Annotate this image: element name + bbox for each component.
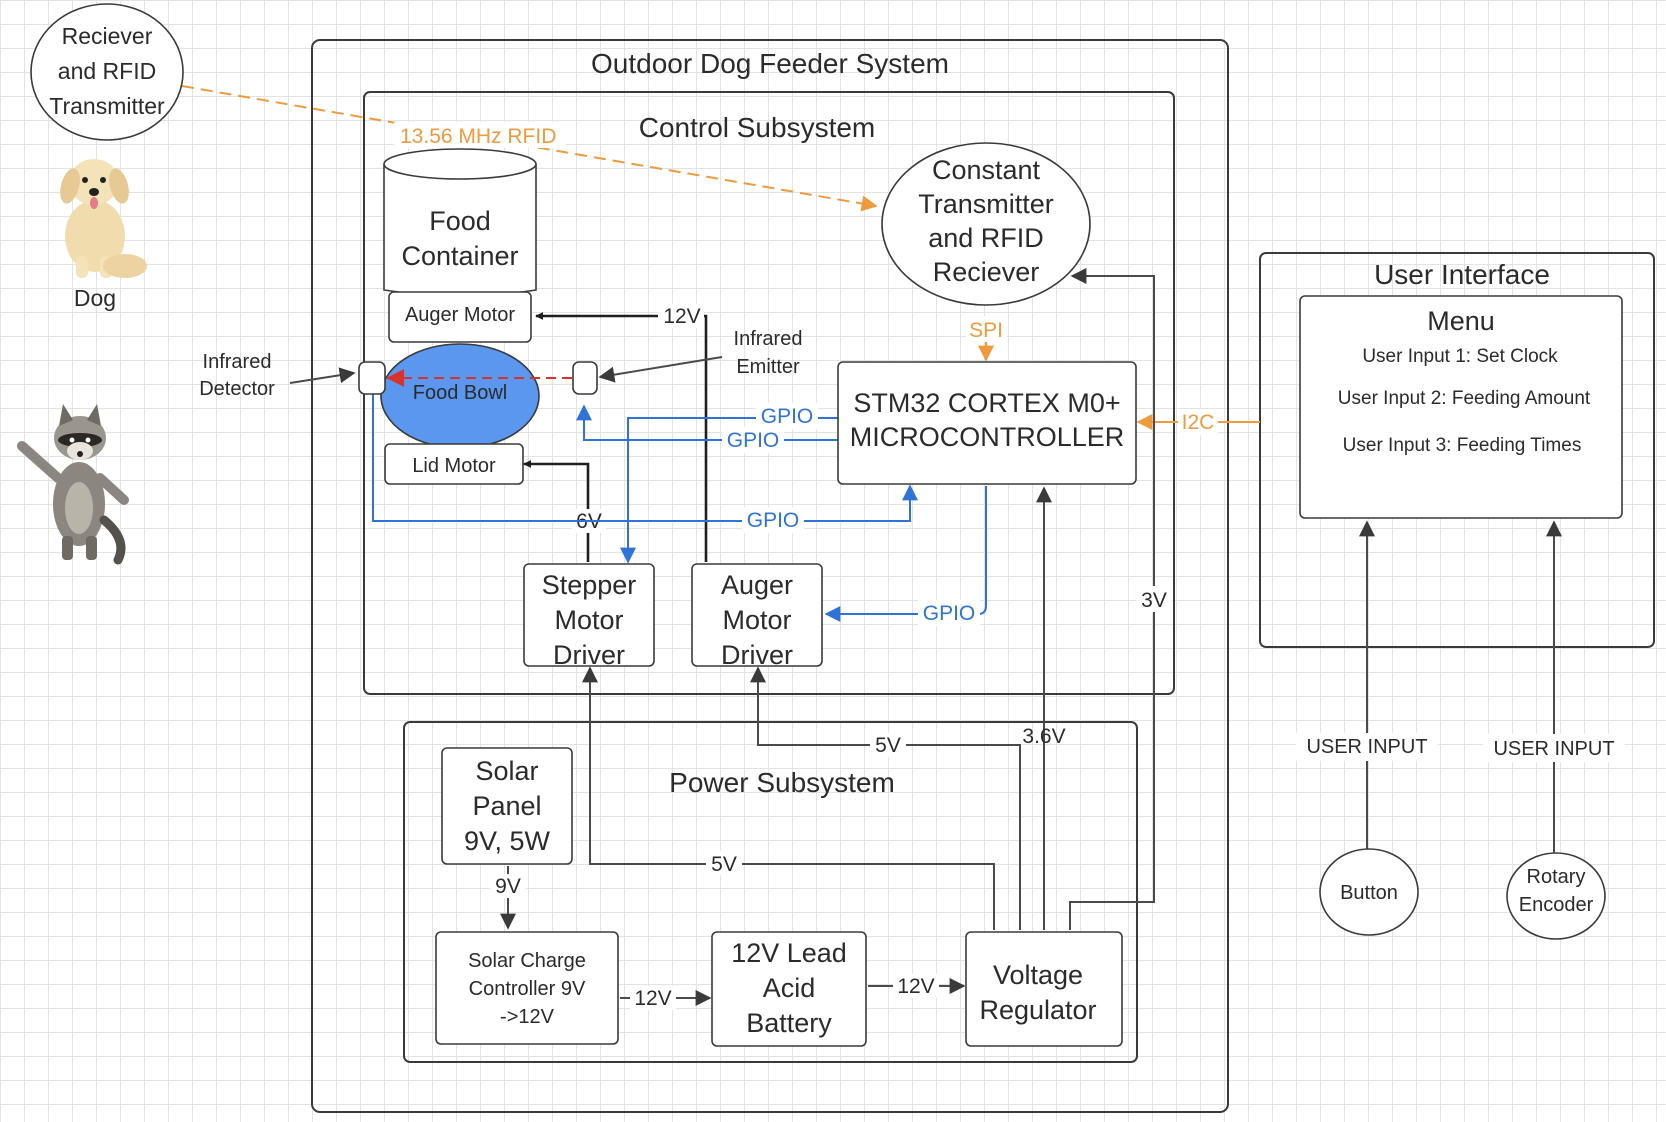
svg-text:->12V: ->12V <box>500 1006 555 1028</box>
food-container[interactable]: Food Container <box>383 148 537 297</box>
menu-input-feeding-amount: User Input 2: Feeding Amount <box>1338 388 1591 409</box>
svg-text:MICROCONTROLLER: MICROCONTROLLER <box>850 422 1125 452</box>
solar-panel[interactable]: Solar Panel 9V, 5W <box>441 747 573 865</box>
svg-text:Regulator: Regulator <box>979 995 1096 1025</box>
transceiver-3v-label: 3V <box>1141 589 1167 612</box>
i2c-label: I2C <box>1182 411 1215 434</box>
svg-text:Driver: Driver <box>553 640 625 670</box>
svg-text:and RFID: and RFID <box>58 58 156 84</box>
stepper-motor-driver[interactable]: Stepper Motor Driver <box>523 563 655 670</box>
svg-text:Constant: Constant <box>932 155 1041 185</box>
rfid-tag-node[interactable]: Reciever and RFID Transmitter <box>30 3 184 141</box>
infrared-emitter-label-line2: Emitter <box>736 356 800 378</box>
svg-text:12V Lead: 12V Lead <box>731 938 847 968</box>
encoder-input-label: USER INPUT <box>1493 738 1614 760</box>
voltage-regulator[interactable]: Voltage Regulator <box>965 931 1123 1047</box>
svg-text:Motor: Motor <box>554 605 623 635</box>
infrared-emitter-sensor[interactable] <box>572 361 598 395</box>
user-interface-frame <box>1259 252 1655 648</box>
dog-icon <box>60 159 147 278</box>
lid-motor[interactable]: Lid Motor <box>384 443 524 485</box>
infrared-detector-label: Infrared <box>203 351 272 373</box>
svg-text:Battery: Battery <box>746 1008 832 1038</box>
infrared-detector-sensor[interactable] <box>358 361 386 395</box>
svg-text:Panel: Panel <box>472 791 541 821</box>
svg-text:Lid Motor: Lid Motor <box>412 455 496 477</box>
gpio-auger-label: GPIO <box>923 602 976 625</box>
spi-label: SPI <box>969 319 1003 342</box>
svg-text:and RFID: and RFID <box>928 223 1044 253</box>
outdoor-system-frame <box>311 39 1229 1113</box>
menu-input-feeding-times: User Input 3: Feeding Times <box>1343 435 1582 456</box>
rfid-transceiver[interactable]: Constant Transmitter and RFID Reciever <box>881 142 1091 306</box>
dog-label: Dog <box>74 285 116 311</box>
infrared-detector-label-line2: Detector <box>199 378 275 400</box>
svg-text:Encoder: Encoder <box>1519 894 1594 916</box>
food-bowl[interactable]: Food Bowl <box>380 343 540 449</box>
gpio-emitter-label: GPIO <box>727 429 780 452</box>
menu-panel[interactable]: Menu User Input 1: Set Clock User Input … <box>1299 295 1623 519</box>
svg-text:Solar: Solar <box>475 756 538 786</box>
rotary-encoder-node[interactable]: Rotary Encoder <box>1506 852 1606 940</box>
svg-text:Food Bowl: Food Bowl <box>413 382 508 404</box>
user-interface-title: User Interface <box>1374 259 1550 290</box>
button-node[interactable]: Button <box>1319 848 1419 936</box>
svg-text:Menu: Menu <box>1427 306 1495 336</box>
svg-text:Controller 9V: Controller 9V <box>469 978 586 1000</box>
microcontroller[interactable]: STM32 CORTEX M0+ MICROCONTROLLER <box>837 361 1137 485</box>
transceiver-3v-wire <box>1069 268 1155 930</box>
infrared-emitter-pointer <box>598 356 723 383</box>
gpio-stepper-label: GPIO <box>761 405 814 428</box>
svg-text:Food: Food <box>429 206 491 236</box>
stepper-driver-5v-wire <box>582 666 995 930</box>
button-input-label: USER INPUT <box>1306 736 1427 758</box>
infrared-detector-pointer <box>289 367 356 384</box>
svg-text:Motor: Motor <box>722 605 791 635</box>
svg-text:Stepper: Stepper <box>542 570 637 600</box>
control-subsystem-title: Control Subsystem <box>639 112 876 143</box>
raccoon-icon <box>17 404 129 565</box>
auger-driver-5v-wire <box>750 666 1021 930</box>
system-title: Outdoor Dog Feeder System <box>591 48 949 79</box>
solar-charge-controller[interactable]: Solar Charge Controller 9V ->12V <box>435 931 619 1045</box>
auger-motor-driver[interactable]: Auger Motor Driver <box>691 563 823 670</box>
regulator-12v-label: 12V <box>897 975 934 998</box>
svg-text:Auger Motor: Auger Motor <box>405 304 515 326</box>
svg-text:Rotary: Rotary <box>1527 866 1586 888</box>
auger-driver-5v-label: 5V <box>875 734 901 757</box>
menu-input-set-clock: User Input 1: Set Clock <box>1362 346 1558 367</box>
svg-text:STM32 CORTEX M0+: STM32 CORTEX M0+ <box>853 388 1120 418</box>
svg-text:Transmitter: Transmitter <box>49 93 165 119</box>
auger-12v-wire <box>535 312 708 562</box>
solar-9v-label: 9V <box>495 875 521 898</box>
power-subsystem-title: Power Subsystem <box>669 767 895 798</box>
svg-text:Solar Charge: Solar Charge <box>468 950 586 972</box>
infrared-emitter-label: Infrared <box>734 328 803 350</box>
rfid-frequency-label: 13.56 MHz RFID <box>400 125 556 148</box>
svg-text:Acid: Acid <box>763 973 816 1003</box>
svg-text:Button: Button <box>1340 882 1398 904</box>
auger-motor[interactable]: Auger Motor <box>388 291 532 343</box>
svg-text:Transmitter: Transmitter <box>918 189 1054 219</box>
svg-text:Auger: Auger <box>721 570 793 600</box>
gpio-auger-wire <box>824 486 987 622</box>
gpio-detector-wire <box>372 394 918 522</box>
svg-text:Reciever: Reciever <box>62 23 153 49</box>
power-subsystem-frame <box>403 721 1138 1063</box>
battery-charge-12v-label: 12V <box>634 987 671 1010</box>
svg-text:Reciever: Reciever <box>933 257 1040 287</box>
svg-text:Container: Container <box>401 241 518 271</box>
svg-text:Driver: Driver <box>721 640 793 670</box>
mcu-3v6-label: 3.6V <box>1022 725 1065 748</box>
svg-text:Voltage: Voltage <box>993 960 1083 990</box>
auger-12v-label: 12V <box>663 305 700 328</box>
gpio-detector-label: GPIO <box>747 509 800 532</box>
stepper-driver-5v-label: 5V <box>711 853 737 876</box>
svg-text:9V, 5W: 9V, 5W <box>464 826 551 856</box>
lead-acid-battery[interactable]: 12V Lead Acid Battery <box>711 931 867 1047</box>
